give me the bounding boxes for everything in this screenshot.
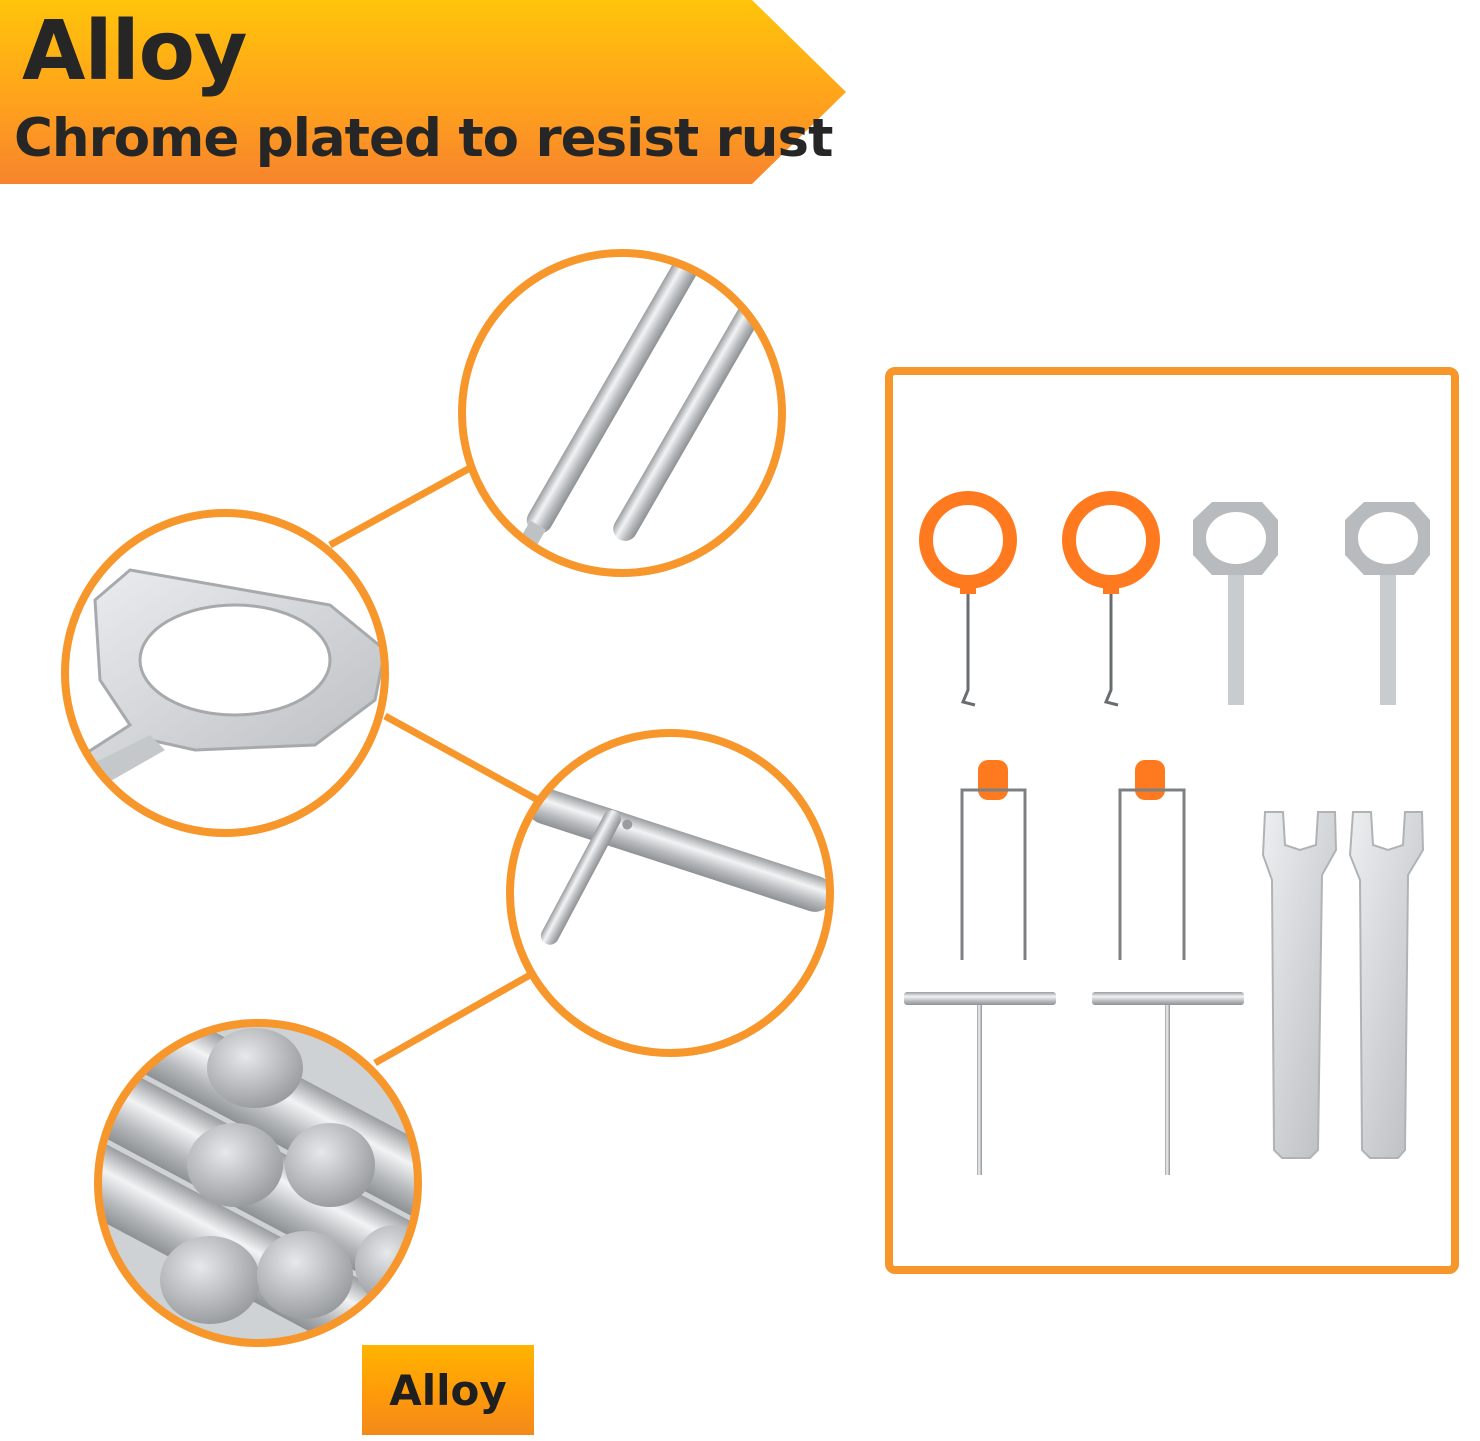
wrench-2 <box>1348 811 1425 1159</box>
header-banner <box>0 0 846 184</box>
connector-lines <box>328 464 540 1067</box>
steel-ring-tool-2 <box>1345 502 1430 705</box>
t-handle-closeup <box>510 733 830 1053</box>
alloy-label: Alloy <box>362 1345 534 1435</box>
page-subtitle: Chrome plated to resist rust <box>14 108 833 169</box>
alloy-bars-closeup <box>98 1023 418 1343</box>
u-pin-tool-2 <box>1118 760 1186 960</box>
t-tool-1 <box>904 992 1056 1175</box>
page-title: Alloy <box>22 4 247 99</box>
t-tool-2 <box>1092 992 1244 1175</box>
orange-ring-tool-2 <box>1062 491 1160 707</box>
tool-set-panel <box>885 367 1459 1274</box>
u-pin-tool-1 <box>960 760 1027 960</box>
orange-ring-tool-1 <box>919 491 1017 707</box>
wrench-1 <box>1261 811 1338 1159</box>
steel-ring-tool-1 <box>1193 502 1278 705</box>
